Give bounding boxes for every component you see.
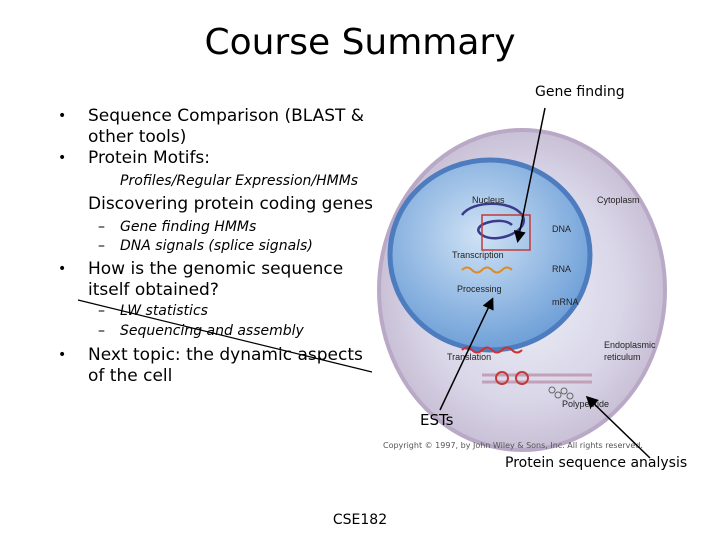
sub-bullet-3-1: – Gene finding HMMs — [98, 219, 257, 235]
protein-sequence-analysis-label: Protein sequence analysis — [505, 455, 688, 471]
polypeptide-label: Polypeptide — [562, 399, 609, 409]
bullet-3: • Discovering protein coding genes — [88, 194, 373, 215]
translation-label: Translation — [447, 352, 491, 362]
polypeptide-bead — [548, 386, 556, 394]
sub-bullet-4-2: – Sequencing and assembly — [98, 323, 304, 339]
sub-bullet-4-1-text: LW statistics — [120, 303, 208, 319]
bullet-4: • How is the genomic sequence itself obt… — [58, 259, 373, 301]
polypeptide-bead — [554, 391, 562, 399]
slide-footer: CSE182 — [332, 512, 388, 528]
processing-label: Processing — [457, 284, 502, 294]
transcription-label: Transcription — [452, 250, 504, 260]
sub-bullet-2-1: – Profiles/Regular Expression/HMMs — [120, 172, 370, 190]
sub-bullet-4-1: – LW statistics — [98, 303, 208, 319]
bullet-1-text: Sequence Comparison (BLAST & other tools… — [88, 106, 365, 147]
rna-label: RNA — [552, 264, 571, 274]
polypeptide-bead — [560, 387, 568, 395]
cell-diagram: Nucleus Cytoplasm DNA Transcription RNA … — [377, 128, 667, 452]
sub-bullet-3-2: – DNA signals (splice signals) — [98, 238, 313, 254]
gene-finding-label: Gene finding — [535, 84, 625, 100]
dna-strand — [460, 202, 525, 240]
bullet-5: • Next topic: the dynamic aspects of the… — [58, 345, 373, 387]
ribosome — [515, 371, 529, 385]
cytoplasm-label: Cytoplasm — [597, 195, 640, 205]
sub-bullet-2-1-text: Profiles/Regular Expression/HMMs — [120, 173, 359, 189]
bullet-dot: • — [58, 150, 67, 166]
polypeptide-bead — [566, 392, 574, 400]
bullet-3-text: Discovering protein coding genes — [88, 194, 373, 214]
bullet-2: • Protein Motifs: — [58, 148, 373, 169]
bullet-dot: • — [58, 261, 67, 277]
mrna-label: mRNA — [552, 297, 579, 307]
ribosome — [495, 371, 509, 385]
bullet-5-text: Next topic: the dynamic aspects of the c… — [88, 345, 363, 386]
er-label-line2: reticulum — [604, 352, 641, 362]
bullet-4-text: How is the genomic sequence itself obtai… — [88, 259, 344, 300]
sub-bullet-3-1-text: Gene finding HMMs — [120, 219, 257, 235]
bullet-1: • Sequence Comparison (BLAST & other too… — [58, 106, 373, 148]
dna-label: DNA — [552, 224, 571, 234]
slide-title: Course Summary — [204, 22, 516, 63]
copyright-text: Copyright © 1997, by John Wiley & Sons, … — [383, 441, 643, 450]
bullet-dot: • — [58, 108, 67, 124]
bullet-2-text: Protein Motifs: — [88, 148, 211, 168]
rna-wave — [461, 266, 513, 274]
bullet-dot: • — [58, 347, 67, 363]
er-label-line1: Endoplasmic — [604, 340, 656, 350]
sub-bullet-3-2-text: DNA signals (splice signals) — [120, 238, 313, 254]
sub-bullet-4-2-text: Sequencing and assembly — [120, 323, 304, 339]
nucleus-label: Nucleus — [472, 195, 505, 205]
ests-label: ESTs — [420, 411, 454, 429]
